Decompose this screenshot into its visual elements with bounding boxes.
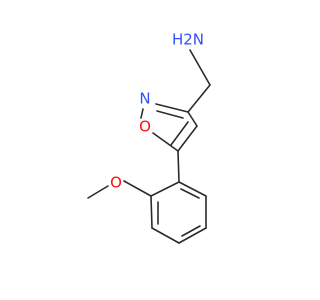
bond-o-c5 [152,132,179,152]
bond-aryl-c4-c5 [178,227,207,244]
bond-aryl-methoxy-o [123,180,152,197]
bond-aryl-inner-b [181,225,201,237]
ring-nitrogen-label: N [139,90,150,108]
bond-c5-c4-double-b [170,121,189,146]
bond-aryl-inner-c [180,188,200,199]
bond-methylene-c3 [187,84,211,113]
bond-n-o-ring [140,108,144,119]
bond-amine-methylene [189,49,211,86]
bond-aryl-c6-c1 [178,181,207,197]
bond-c3-n-double-b [156,110,184,119]
chemical-structure-diagram: H2N N O O [87,31,211,244]
bond-c5-c4-double-a [177,125,198,152]
bond-aryl-c3-c4 [151,227,180,244]
bond-aryl-c1-c2 [150,181,180,197]
atom-label-layer: H2N N O O [110,31,204,192]
methoxy-oxygen-label: O [110,174,122,192]
bond-methoxy-o-methyl [87,185,109,199]
ring-oxygen-label: O [139,118,151,136]
bond-c4-c3 [187,111,198,127]
bond-layer [87,49,211,244]
bond-aryl-c2-c3 [150,195,153,229]
bond-c3-n-double-a [155,103,189,113]
amine-label: H2N [172,31,204,49]
bond-c5-aryl [177,150,180,183]
